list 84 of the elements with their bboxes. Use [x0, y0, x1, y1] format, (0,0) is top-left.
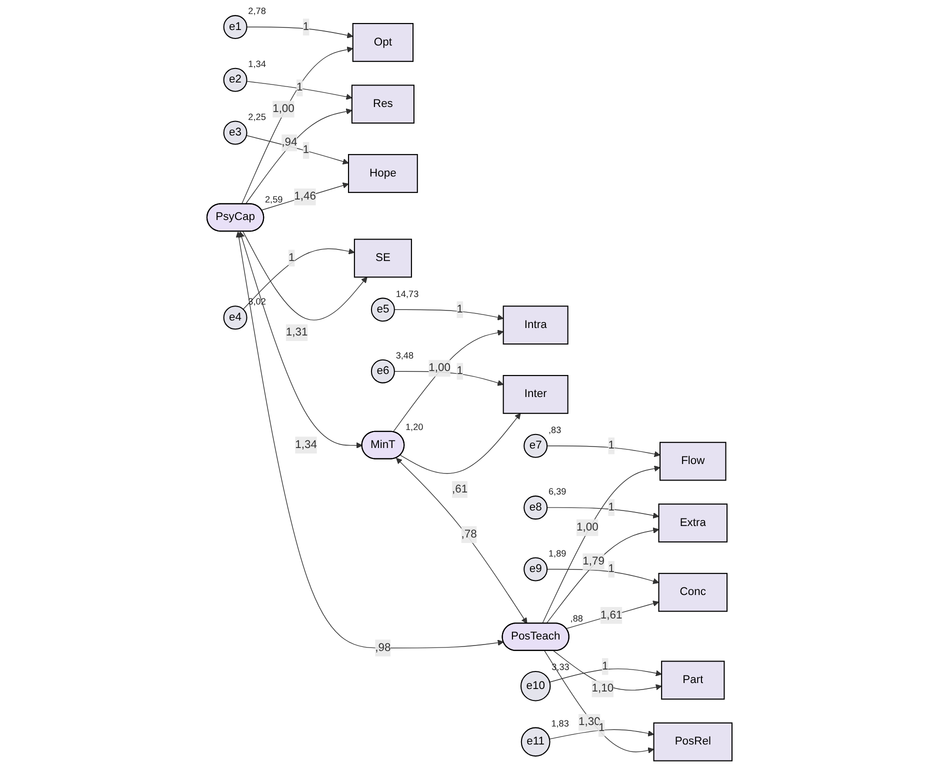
edge-label: 1 [608, 501, 614, 514]
edge-label: 1 [608, 440, 614, 452]
edge-label: ,94 [282, 136, 298, 148]
node-circle [524, 557, 548, 582]
node-circle [223, 120, 248, 145]
node-box [661, 660, 725, 700]
edge-label: 1,34 [295, 438, 317, 451]
edge-label: 1,00 [576, 521, 598, 534]
edge-label: 1 [288, 252, 295, 264]
edge-label: 1,79 [582, 555, 604, 568]
node-circle [223, 68, 248, 92]
variance-label: 1,89 [548, 548, 566, 558]
arrow [396, 458, 528, 624]
variance-label: 1,83 [551, 718, 569, 728]
variance-label: 3,48 [396, 350, 414, 360]
arrow [246, 135, 349, 164]
variance-label: 1,20 [405, 422, 424, 432]
arrow [246, 80, 352, 100]
edge-label: 1,00 [272, 102, 294, 115]
node-box [660, 442, 726, 481]
arrow [242, 248, 355, 310]
arrow [549, 668, 662, 682]
arrow [392, 330, 504, 432]
arrow [546, 527, 660, 624]
edge-label: 1,30 [578, 716, 600, 728]
arrow [546, 568, 660, 584]
variance-label: 6,39 [548, 486, 566, 497]
edge-label: 1 [602, 660, 608, 672]
variance-label: 2,78 [248, 6, 266, 16]
variance-label: 1,34 [248, 59, 266, 69]
arrow [261, 182, 349, 210]
arrow [238, 231, 362, 448]
edge-label: 1,00 [428, 362, 451, 374]
arrow [546, 446, 660, 458]
node-box [352, 23, 414, 62]
edge-label: 1 [608, 562, 614, 575]
node-circle [370, 298, 395, 322]
arrow [246, 26, 354, 38]
variance-label: 2,59 [265, 194, 283, 204]
node-box [653, 722, 733, 762]
node-circle [520, 727, 550, 757]
arrow [542, 466, 660, 624]
edge-label: 1,46 [294, 190, 316, 203]
arrow [241, 46, 354, 204]
edge-label: 1 [296, 82, 303, 94]
node-box [348, 154, 418, 193]
node-box [658, 572, 728, 612]
node-box [658, 504, 728, 542]
edge-label: 1 [302, 144, 310, 156]
edge-label: 1,10 [592, 682, 614, 694]
node-box [354, 238, 412, 278]
node-box [502, 375, 568, 414]
variance-label: ,83 [548, 425, 562, 435]
arrow [546, 507, 660, 519]
edge-label: ,98 [375, 642, 391, 654]
arrow [553, 650, 662, 691]
edge-label: 1 [598, 722, 605, 734]
variance-label: 14,73 [396, 288, 419, 299]
variance-label: ,88 [570, 614, 583, 624]
edge-label: 1,61 [600, 609, 622, 622]
variance-label: 2,25 [248, 112, 266, 122]
node-circle [520, 670, 551, 702]
node-circle [524, 434, 548, 458]
node-circle [370, 359, 395, 384]
arrow [245, 108, 352, 204]
node-box [502, 306, 568, 345]
node-circle [223, 306, 248, 330]
arrow [566, 600, 660, 629]
edge-label: 1 [456, 365, 463, 377]
node-circle [223, 15, 248, 40]
arrow [394, 309, 504, 320]
edge-label: ,78 [461, 528, 477, 540]
node-box [351, 84, 414, 124]
edge-label: 1 [456, 303, 463, 316]
arrow [400, 413, 521, 474]
arrow [242, 231, 368, 320]
arrow [236, 231, 504, 648]
edge-label: 1 [302, 20, 310, 33]
arrow [394, 371, 504, 386]
edge-label: 1,31 [286, 326, 308, 338]
edge-label: ,61 [452, 483, 468, 496]
arrow [544, 650, 654, 754]
arrow [549, 729, 654, 740]
node-circle [524, 496, 548, 520]
